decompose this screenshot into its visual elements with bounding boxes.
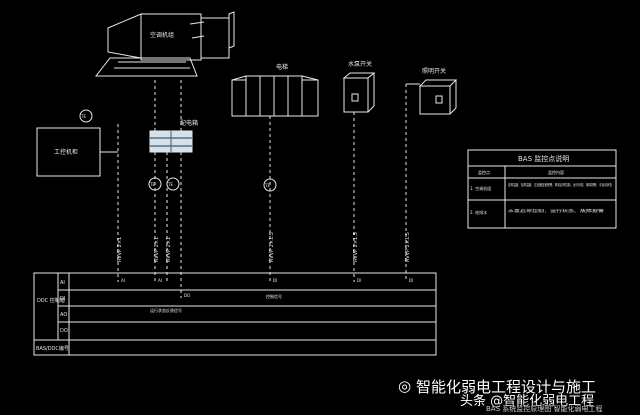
- legend-row1-text: 送风温度、回风温度、过滤器压差报警，风机启停控制、运行状态、故障报警，手自动状态: [508, 182, 613, 187]
- bus-tag-5: DI: [357, 278, 361, 283]
- elevator-bank: [231, 75, 319, 117]
- wire-code-4: RVVP 2×1.5: [269, 232, 275, 262]
- meter-room-label: 配电箱: [180, 119, 198, 127]
- ddc-row-ao: AO: [60, 312, 67, 318]
- elevator-label: 电梯: [276, 63, 288, 71]
- ddc-row-ai: AI: [60, 280, 65, 286]
- wire-code-3: RVVP 2×1: [166, 237, 172, 262]
- bus-tag-1: AI: [121, 278, 125, 283]
- signal-lines: [100, 80, 420, 298]
- legend-col1: 监控点: [478, 169, 490, 175]
- ddc-bottom-label: BAS/DDC编号: [36, 345, 69, 352]
- ddc-table: [33, 272, 437, 356]
- watermark-wechat-icon: ◎: [398, 377, 412, 395]
- bus-tag-4: DI: [273, 278, 277, 283]
- watermark-top-line: 智能化弱电工程设计与施工: [416, 378, 597, 396]
- wire-code-2: RVVP 2×1: [154, 237, 160, 262]
- legend-row2-text: 水泵启停控制，运行状态、故障报警: [508, 208, 605, 213]
- air-handling-unit: [94, 11, 235, 77]
- sensor-3-label: TE: [167, 182, 173, 187]
- watermark-mid-line: 头条 @智能化弱电工程: [460, 394, 595, 409]
- ddc-side-label: DDC 控制箱: [37, 297, 65, 304]
- wire-code-1: RVVP 2×1: [117, 237, 123, 262]
- legend-col2: 监控内容: [548, 169, 564, 175]
- water-pump-box: [342, 72, 376, 113]
- bus-tag-3: DO: [184, 293, 190, 298]
- ddc-row-do: DO: [60, 328, 68, 334]
- lighting-box: [418, 79, 458, 115]
- legend-table: [467, 149, 617, 229]
- sensor-2: [148, 177, 162, 191]
- ddc-note-1: 控制信号: [266, 293, 282, 299]
- ddc-row-di: DI: [60, 296, 65, 302]
- sensor-4: [263, 178, 277, 192]
- wire-code-5: RVVP 2×1.5: [353, 232, 359, 262]
- legend-row2-num: 2. 给排水: [470, 209, 487, 215]
- ddc-note-2: 运行状态反馈信号: [150, 307, 182, 313]
- wire-code-6: RVVP 2×1.5: [405, 232, 411, 262]
- bus-tag-6: DI: [409, 278, 413, 283]
- legend-title: BAS 监控点说明: [518, 154, 569, 163]
- watermark-bottom-line: BAS 系统监控原理图 智能化弱电工程: [486, 405, 603, 413]
- bus-tag-2: AI: [158, 278, 162, 283]
- fan-unit-label: 空调机组: [150, 31, 174, 39]
- water-pump-label: 水泵开关: [348, 60, 372, 68]
- sensor-4-label: TE: [264, 183, 270, 188]
- sensor-2-label: TE: [149, 182, 155, 187]
- sensor-1: [79, 109, 93, 123]
- lighting-box-label: 照明开关: [422, 67, 446, 75]
- sensor-3: [166, 177, 180, 191]
- legend-row1-num: 1. 空调机组: [470, 185, 491, 191]
- left-cabinet-label: 工控机柜: [54, 148, 78, 156]
- sensor-1-label: TE: [80, 114, 86, 119]
